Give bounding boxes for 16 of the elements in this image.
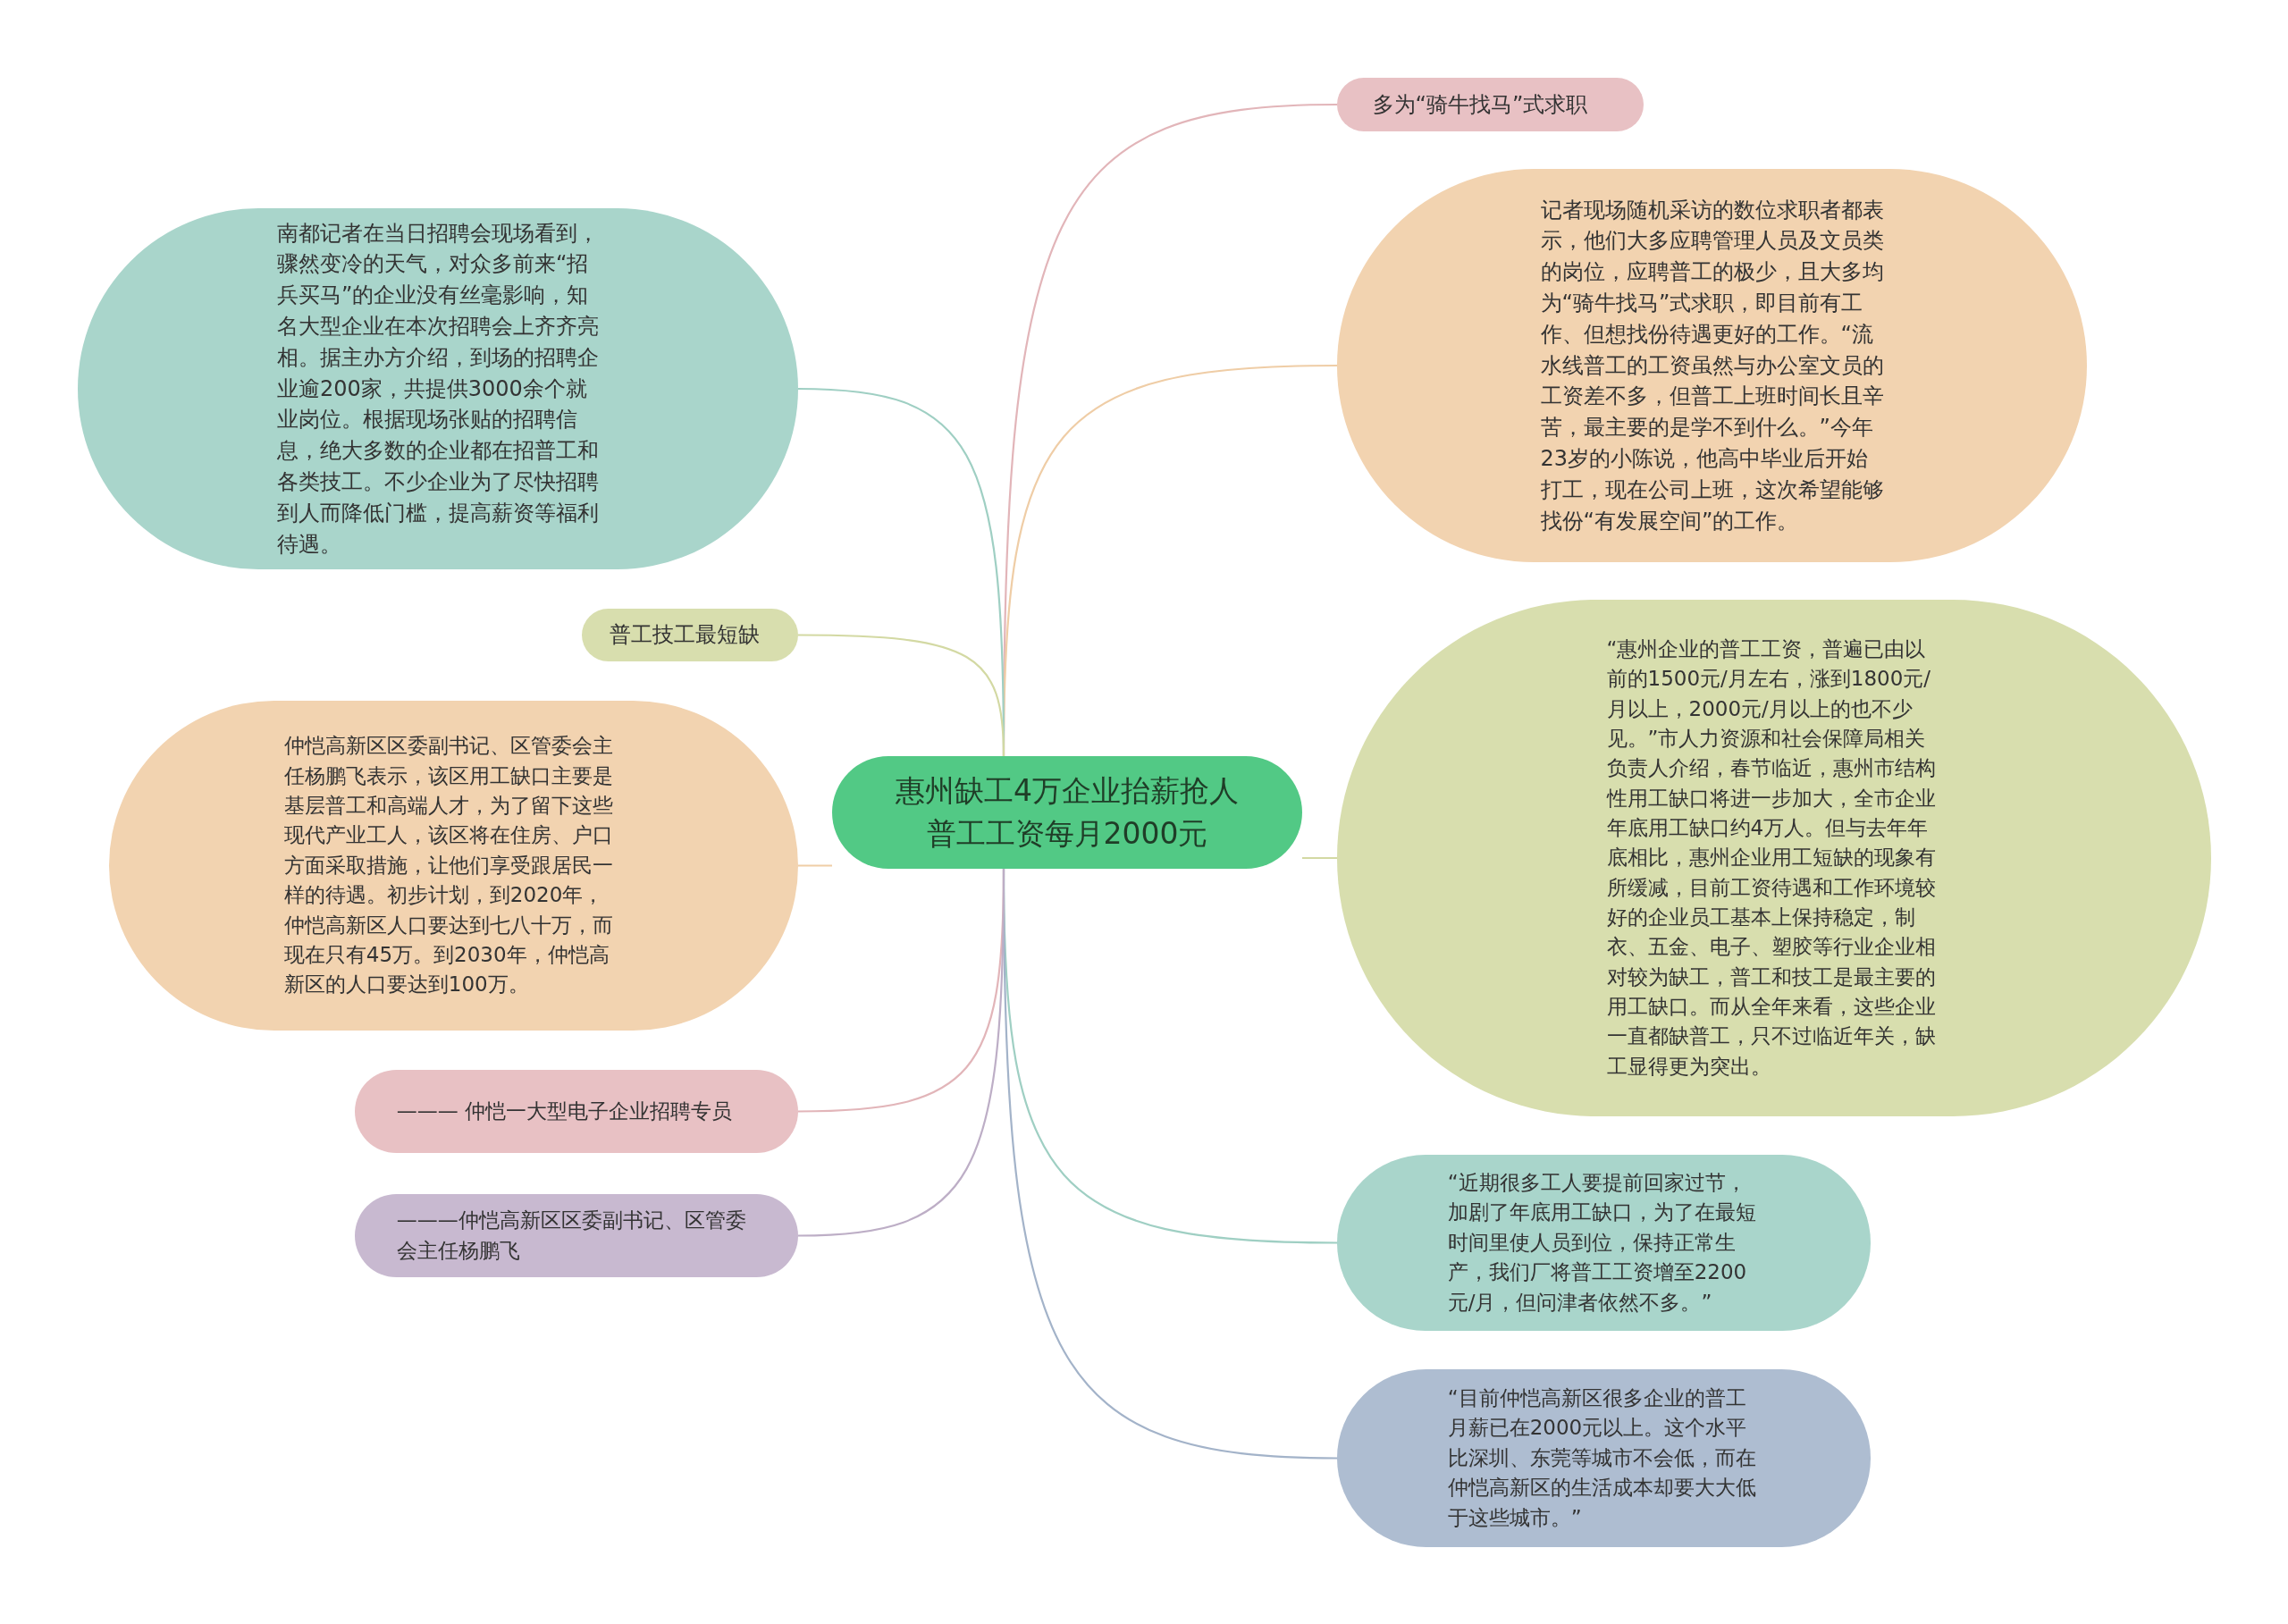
node-text: ———仲恺高新区区委副书记、区管委会主任杨鹏飞 (396, 1207, 747, 1264)
node-text: 多为“骑牛找马”式求职 (1372, 90, 1589, 119)
node-text: 普工技工最短缺 (610, 621, 761, 650)
node-text: 仲恺高新区区委副书记、区管委会主任杨鹏飞表示，该区用工缺口主要是基层普工和高端人才，为了留下这些现代产业工人，该区将在住房、户口方面采取措施，让他们享受跟居民一样的待遇。初步计划，到2020年，仲恺高新区人口要达到七八十万，而现在只有45万。到2030年，仲恺高新区的人口要达到100万。 (283, 733, 614, 998)
connector-line (1302, 856, 1337, 860)
connector-line (797, 869, 1005, 1237)
node-text: “近期很多工人要提前回家过节，加剧了年底用工缺口，为了在最短时间里使人员到位，保持正常生产，我们厂将普工工资增至2200元/月，但问津者依然不多。” (1447, 1170, 1757, 1316)
node-text: “目前仲恺高新区很多企业的普工月薪已在2000元以上。这个水平比深圳、东莞等城市不会低，而在仲恺高新区的生活成本却要大大低于这些城市。” (1447, 1385, 1757, 1531)
topic-pill (1337, 78, 1644, 131)
node-text: ——— 仲恺一大型电子企业招聘专员 (396, 1098, 734, 1124)
node-text: 记者现场随机采访的数位求职者都表示，他们大多应聘管理人员及文员类的岗位，应聘普工的极少，且大多均为“骑牛找马”式求职，即目前有工作、但想找份待遇更好的工作。“流水线普工的工资虽然与办公室文员的工资差不多，但普工上班时间长且辛苦，最主要的是学不到什么。”今年23岁的小陈说，他高中毕业后开始打工，现在公司上班，这次希望能够找份“有发展空间”的工作。 (1540, 196, 1884, 535)
node-text: 南都记者在当日招聘会现场看到，骤然变冷的天气，对众多前来“招兵买马”的企业没有丝毫影响，知名大型企业在本次招聘会上齐齐亮相。据主办方介绍，到场的招聘企业逾200家，共提供3000余个就业岗位。根据现场张贴的招聘信息，绝大多数的企业都在招普工和各类技工。不少企业为了尽快招聘到人而降低门槛，提高薪资等福利待遇。 (277, 219, 599, 559)
connector-line (798, 864, 832, 867)
topic-title: 惠州缺工4万企业抬薪抢人普工工资每月2000元 (895, 772, 1240, 853)
node-text: “惠州企业的普工工资，普遍已由以前的1500元/月左右，涨到1800元/月以上，2000元/月以上的也不少见。”市人力资源和社会保障局相关负责人介绍，春节临近，惠州市结构性用工缺口将进一步加大，全市企业年底用工缺口约4万人。但与去年年底相比，惠州企业用工短缺的现象有所缓减，目前工资待遇和工作环境较好的企业员工基本上保持稳定，制衣、五金、电子、塑胶等行业企业相对较为缺工，普工和技工是最主要的用工缺口。而从全年来看，这些企业一直都缺普工，只不过临近年关，缺工显得更为突出。 (1606, 635, 1937, 1080)
connector-line (798, 634, 1005, 757)
